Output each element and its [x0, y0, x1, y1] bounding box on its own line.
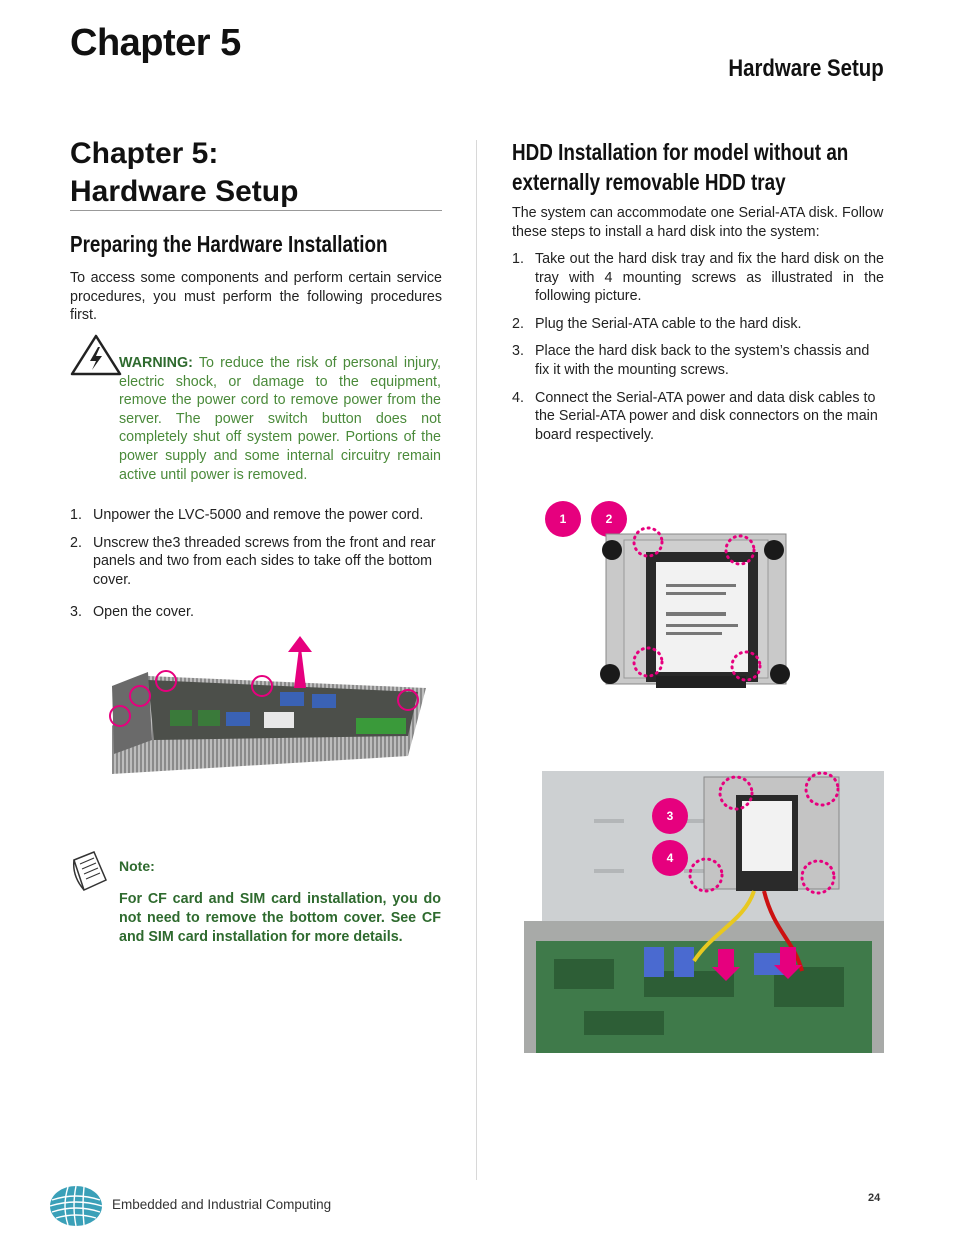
warning-label: WARNING: [119, 355, 193, 371]
step-badge-4: 4 [652, 840, 688, 876]
column-divider [476, 140, 477, 1180]
hdd-heading-line1: HDD Installation for model without an [512, 139, 849, 165]
list-item: 3.Place the hard disk back to the system… [512, 343, 870, 378]
step-badge-1: 1 [545, 501, 581, 537]
chapter-title-line2: Hardware Setup [70, 175, 299, 208]
chassis-board-illustration [524, 771, 884, 1053]
preparing-intro: To access some components and perform ce… [70, 270, 442, 324]
hdd-steps: 1.Take out the hard disk tray and fix th… [512, 250, 884, 453]
list-item: 1.Unpower the LVC-5000 and remove the po… [70, 507, 424, 523]
footer-text: Embedded and Industrial Computing [112, 1197, 332, 1212]
chapter-title-line1: Chapter 5: [70, 137, 219, 170]
note-text: For CF card and SIM card installation, y… [119, 891, 441, 945]
chapter-title: Chapter 5: Hardware Setup [70, 135, 442, 211]
list-item: 3.Open the cover. [70, 604, 194, 621]
note-icon [72, 851, 107, 892]
device-cover-illustration [109, 636, 426, 774]
step-badge-2: 2 [591, 501, 627, 537]
company-logo [49, 1185, 103, 1227]
list-item: 2.Plug the Serial-ATA cable to the hard … [512, 315, 802, 332]
hdd-tray-illustration [600, 526, 790, 688]
hdd-heading: HDD Installation for model without an ex… [512, 137, 848, 197]
page-number: 24 [868, 1192, 881, 1204]
section-header: Hardware Setup [728, 55, 884, 82]
list-item: 1.Take out the hard disk tray and fix th… [512, 251, 884, 305]
chapter-header: Chapter 5 [70, 22, 241, 64]
list-item: 4.Connect the Serial-ATA power and data … [512, 389, 878, 443]
hdd-intro: The system can accommodate one Serial-AT… [512, 205, 884, 240]
list-item: 2.Unscrew the3 threaded screws from the … [70, 534, 436, 588]
warning-block: WARNING: To reduce the risk of personal … [119, 354, 441, 484]
title-rule [70, 210, 442, 211]
note-label: Note: [119, 858, 155, 874]
preparing-heading: Preparing the Hardware Installation [70, 231, 388, 257]
hdd-heading-line2: externally removable HDD tray [512, 169, 786, 195]
warning-icon [70, 334, 122, 376]
step-badge-3: 3 [652, 798, 688, 834]
preparing-steps: 1.Unpower the LVC-5000 and remove the po… [70, 506, 442, 631]
warning-text: To reduce the risk of personal injury, e… [119, 355, 441, 483]
